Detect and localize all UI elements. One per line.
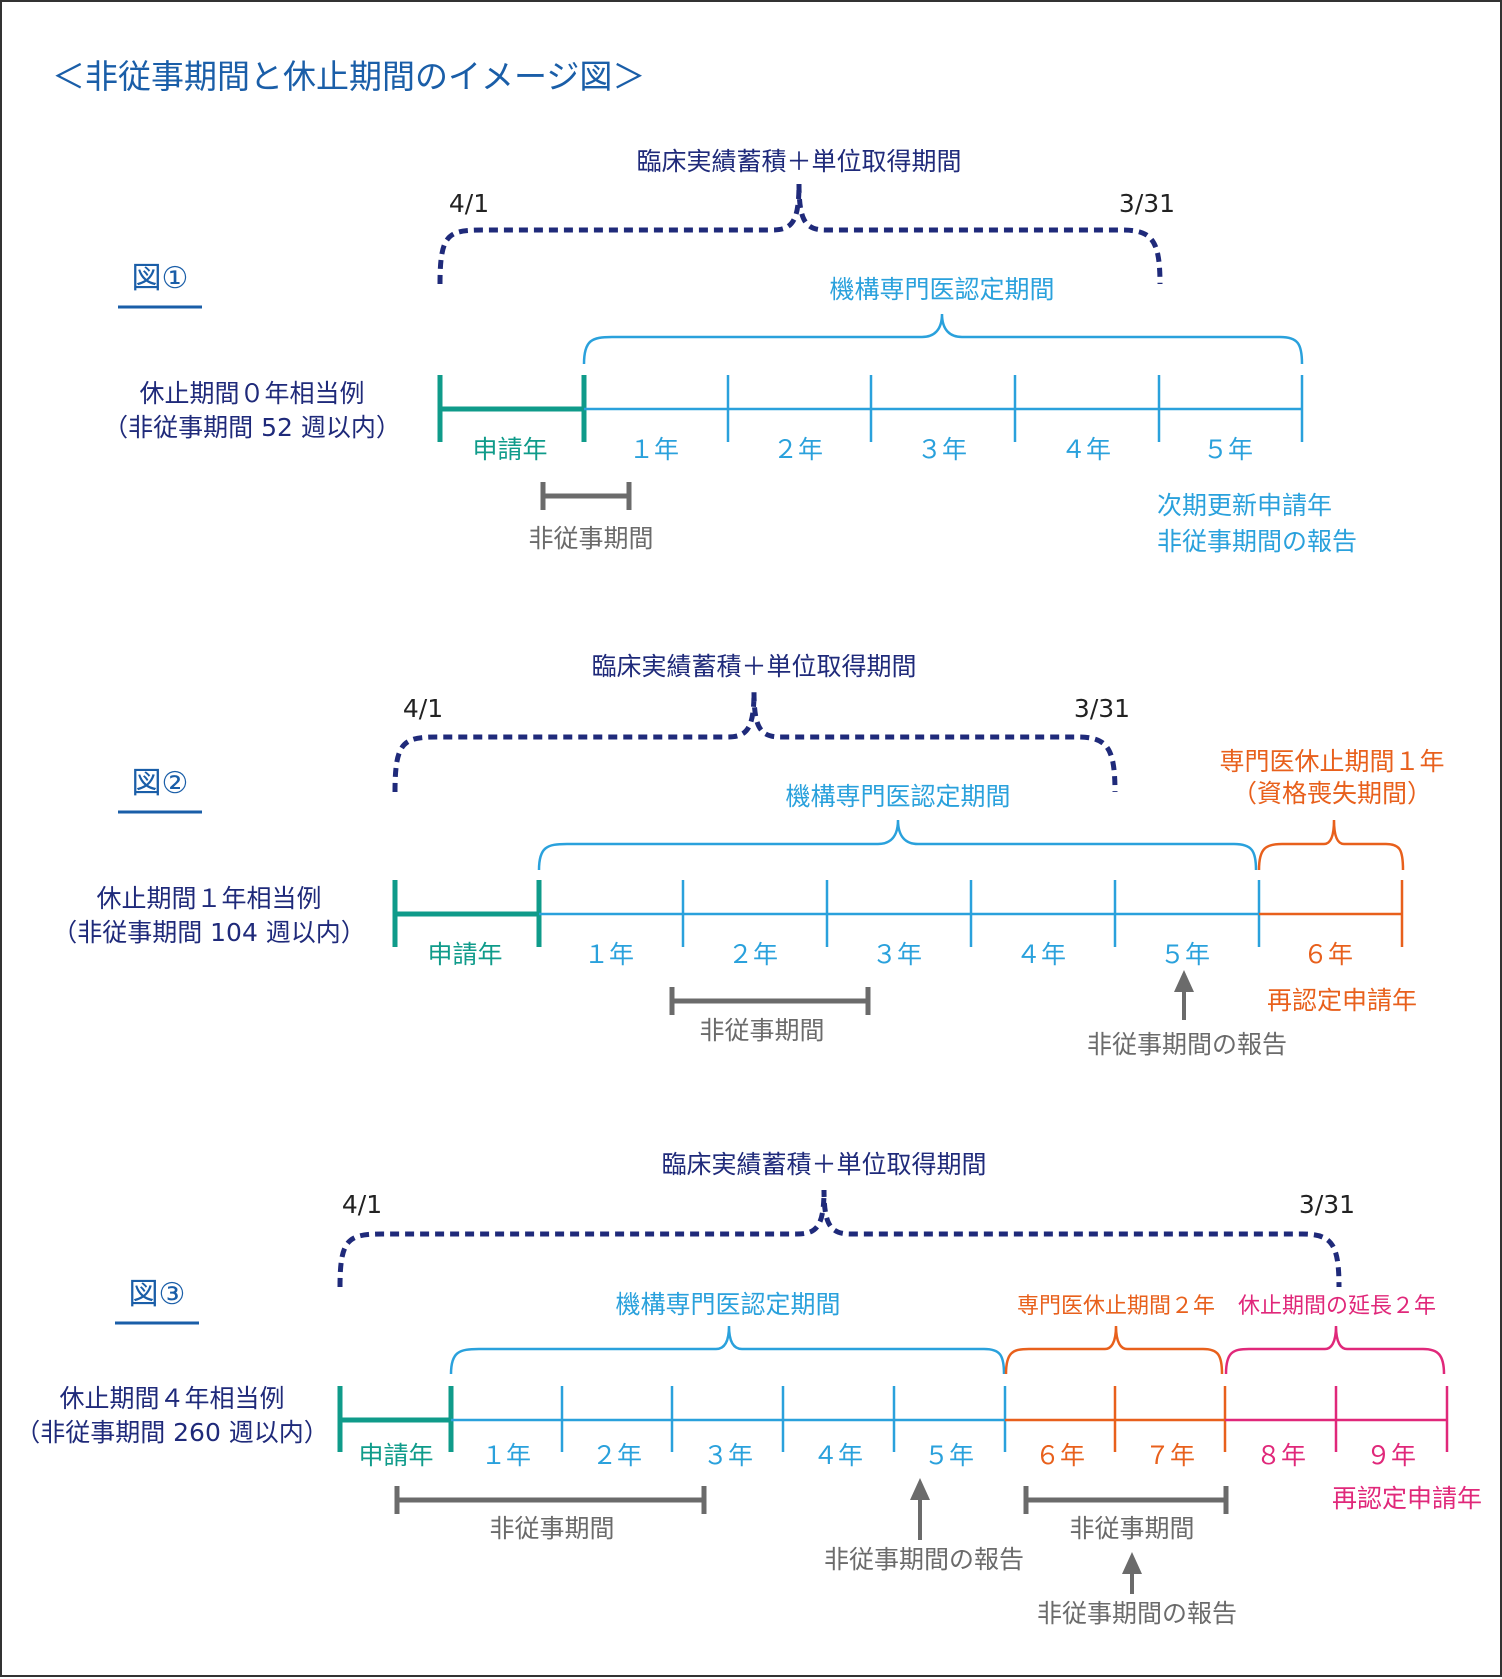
fig1-year-2: ２年: [773, 435, 823, 464]
fig2-label: 図②: [132, 766, 189, 801]
figure-3: 臨床実績蓄積＋単位取得期間 4/1 3/31 図③ 機構専門医認定期間 専門医休…: [15, 1150, 1482, 1628]
fig3-extension-label: 休止期間の延長２年: [1238, 1294, 1436, 1319]
fig3-case-line1: 休止期間４年相当例: [59, 1384, 284, 1413]
fig2-year-6: ６年: [1303, 940, 1353, 969]
fig1-non-engagement-bar: [540, 482, 632, 510]
fig3-case-line2: （非従事期間 260 週以内）: [15, 1418, 329, 1447]
fig2-suspension-line2: （資格喪失期間）: [1232, 779, 1432, 808]
fig2-case-line1: 休止期間１年相当例: [96, 884, 321, 913]
fig3-extension-brace: [1224, 1325, 1446, 1375]
fig3-recert-label: 再認定申請年: [1332, 1484, 1482, 1513]
fig3-report-arrow-head-2: [1122, 1552, 1142, 1574]
fig2-end-date: 3/31: [1074, 694, 1130, 723]
fig2-recert-label: 再認定申請年: [1267, 986, 1417, 1015]
fig2-suspension-line1: 専門医休止期間１年: [1219, 747, 1444, 776]
fig2-accumulation-brace: [392, 691, 1118, 793]
fig1-label: 図①: [132, 261, 189, 296]
fig3-suspension-label: 専門医休止期間２年: [1017, 1294, 1215, 1319]
fig1-certification-brace: [582, 313, 1304, 365]
fig2-non-engagement-label: 非従事期間: [699, 1016, 824, 1045]
fig3-non-engagement-label-1: 非従事期間: [489, 1514, 614, 1543]
fig3-certification-label: 機構専門医認定期間: [615, 1290, 840, 1319]
fig3-year-3: ３年: [703, 1441, 753, 1470]
fig3-year-7: ７年: [1145, 1441, 1195, 1470]
fig2-suspension-brace: [1257, 819, 1405, 871]
fig2-year-1: １年: [584, 940, 634, 969]
fig2-year-4: ４年: [1016, 940, 1066, 969]
fig1-end-date: 3/31: [1119, 189, 1175, 218]
fig3-year-8: ８年: [1256, 1441, 1306, 1470]
fig3-accumulation-label: 臨床実績蓄積＋単位取得期間: [661, 1150, 986, 1179]
fig2-report-arrow-head: [1174, 970, 1194, 992]
figure-2: 臨床実績蓄積＋単位取得期間 4/1 3/31 図② 機構専門医認定期間 専門医休…: [52, 652, 1444, 1059]
fig1-case-line2: （非従事期間 52 週以内）: [103, 413, 401, 442]
fig1-application-year: 申請年: [472, 435, 547, 464]
fig1-accumulation-brace: [437, 183, 1163, 285]
fig3-year-4: ４年: [813, 1441, 863, 1470]
fig1-next-line2: 非従事期間の報告: [1157, 527, 1357, 556]
fig3-year-6: ６年: [1035, 1441, 1085, 1470]
fig1-start-date: 4/1: [449, 189, 489, 218]
fig2-application-year: 申請年: [427, 940, 502, 969]
fig1-year-3: ３年: [917, 435, 967, 464]
fig3-year-2: ２年: [592, 1441, 642, 1470]
fig2-certification-brace: [537, 819, 1258, 871]
fig3-year-1: １年: [481, 1441, 531, 1470]
fig3-accumulation-brace: [337, 1189, 1342, 1288]
fig3-year-5: ５年: [924, 1441, 974, 1470]
fig3-year-9: ９年: [1366, 1441, 1416, 1470]
fig3-report-label-1: 非従事期間の報告: [824, 1545, 1024, 1574]
fig1-non-engagement-label: 非従事期間: [528, 524, 653, 553]
fig1-certification-label: 機構専門医認定期間: [829, 275, 1054, 304]
fig2-certification-label: 機構専門医認定期間: [785, 782, 1010, 811]
diagram-title: ＜非従事期間と休止期間のイメージ図＞: [52, 57, 645, 96]
fig3-application-year: 申請年: [358, 1441, 433, 1470]
fig3-non-engagement-bar-2: [1023, 1486, 1229, 1514]
fig3-non-engagement-label-2: 非従事期間: [1069, 1514, 1194, 1543]
fig1-case-line1: 休止期間０年相当例: [139, 379, 364, 408]
fig3-start-date: 4/1: [342, 1190, 382, 1219]
fig3-certification-brace: [449, 1325, 1006, 1375]
fig3-label: 図③: [129, 1277, 186, 1312]
fig3-non-engagement-bar-1: [394, 1486, 707, 1514]
fig2-start-date: 4/1: [403, 694, 443, 723]
fig2-accumulation-label: 臨床実績蓄積＋単位取得期間: [591, 652, 916, 681]
fig2-year-5: ５年: [1160, 940, 1210, 969]
fig1-year-1: １年: [629, 435, 679, 464]
fig1-year-4: ４年: [1061, 435, 1111, 464]
fig2-report-label: 非従事期間の報告: [1087, 1030, 1287, 1059]
fig2-case-line2: （非従事期間 104 週以内）: [52, 918, 366, 947]
fig3-report-label-2: 非従事期間の報告: [1037, 1599, 1237, 1628]
figure-1: 臨床実績蓄積＋単位取得期間 4/1 3/31 図① 機構専門医認定期間 休止期間…: [103, 147, 1357, 556]
fig1-next-line1: 次期更新申請年: [1157, 491, 1332, 520]
fig2-year-3: ３年: [872, 940, 922, 969]
fig1-year-5: ５年: [1203, 435, 1253, 464]
fig3-suspension-brace: [1004, 1325, 1224, 1375]
fig3-report-arrow-head-1: [910, 1478, 930, 1500]
fig2-non-engagement-bar: [669, 987, 871, 1015]
fig2-year-2: ２年: [728, 940, 778, 969]
fig3-end-date: 3/31: [1299, 1190, 1355, 1219]
fig1-accumulation-label: 臨床実績蓄積＋単位取得期間: [636, 147, 961, 176]
